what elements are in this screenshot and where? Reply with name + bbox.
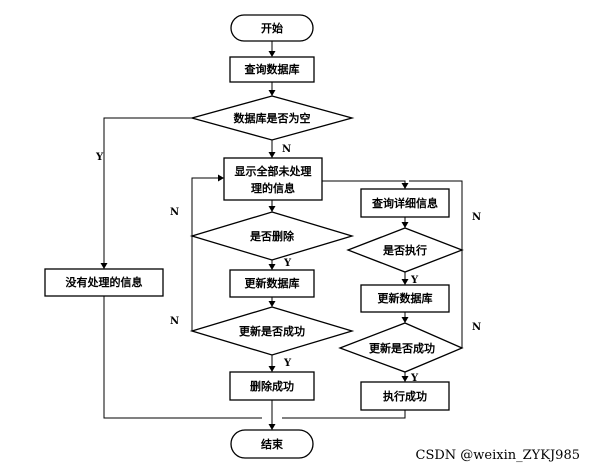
update-db-right-label: 更新数据库 [378,291,433,305]
no-unprocessed-label: 没有处理的信息 [66,275,143,289]
update-ok-left-decision: 更新是否成功 [189,306,355,356]
arrowhead [268,301,276,307]
update-ok-right-label: 更新是否成功 [369,341,435,355]
label-y-delete: Y [283,258,292,269]
arrow-decision-y-to-none [103,117,192,269]
delete-success-box: 删除成功 [229,371,315,401]
update-ok-right-decision: 更新是否成功 [338,322,464,373]
arrowhead [401,183,409,189]
show-unprocessed-box: 显示全部未处理 理的信息 [223,157,323,201]
end-node: 结束 [230,429,314,459]
show-unprocessed-label-line1: 显示全部未处理 [235,164,312,178]
arrowhead [268,152,276,158]
execute-decision: 是否执行 [346,227,464,273]
line-none-to-end [103,296,262,419]
label-n-db-empty: N [282,144,291,155]
delete-decision: 是否删除 [189,211,355,261]
loop-delete-n [191,177,224,236]
query-db-label: 查询数据库 [245,62,300,76]
update-db-right-box: 更新数据库 [360,284,450,313]
label-y-update-right: Y [410,373,419,384]
arrowhead [401,317,409,323]
arrowhead [268,424,276,430]
arrowhead [401,222,409,228]
loop-exec-n [409,180,463,250]
watermark: CSDN @weixin_ZYKJ985 [416,448,580,463]
label-n-update-right: N [472,322,481,333]
arrowhead [268,206,276,212]
delete-success-label: 删除成功 [250,379,294,393]
query-detail-box: 查询详细信息 [360,188,450,218]
line-executed-to-end [282,410,406,419]
arrowhead [100,263,108,269]
db-empty-label: 数据库是否为空 [234,111,311,125]
arrowhead [268,366,276,372]
label-n-execute: N [472,212,481,223]
delete-decision-label: 是否删除 [249,229,295,243]
arrowhead [268,51,276,57]
end-label: 结束 [260,437,284,451]
execute-decision-label: 是否执行 [382,243,427,257]
arrowhead [268,90,276,96]
label-y-db-empty: Y [95,152,104,163]
label-n-update-left: N [170,316,179,327]
query-detail-label: 查询详细信息 [372,196,438,210]
label-n-delete: N [170,207,179,218]
start-label: 开始 [261,21,283,35]
arrowheads [100,51,409,430]
update-db-left-label: 更新数据库 [245,276,300,290]
arrowhead [268,264,276,270]
arrow-show-to-detail [322,180,406,189]
label-y-update-left: Y [283,358,292,369]
arrowhead [218,174,224,182]
arrowhead [401,279,409,285]
start-node: 开始 [230,14,314,42]
update-ok-left-label: 更新是否成功 [239,324,305,338]
show-unprocessed-label-line2: 理的信息 [251,181,295,195]
update-db-left-box: 更新数据库 [229,269,315,298]
execute-success-box: 执行成功 [360,381,450,411]
db-empty-decision: 数据库是否为空 [189,95,355,141]
no-unprocessed-box: 没有处理的信息 [44,268,164,297]
arrowhead [401,376,409,382]
query-db-box: 查询数据库 [229,56,315,83]
branch-labels: N Y N Y N Y N Y N Y [95,144,481,384]
label-y-execute: Y [410,275,419,286]
execute-success-label: 执行成功 [383,389,427,403]
